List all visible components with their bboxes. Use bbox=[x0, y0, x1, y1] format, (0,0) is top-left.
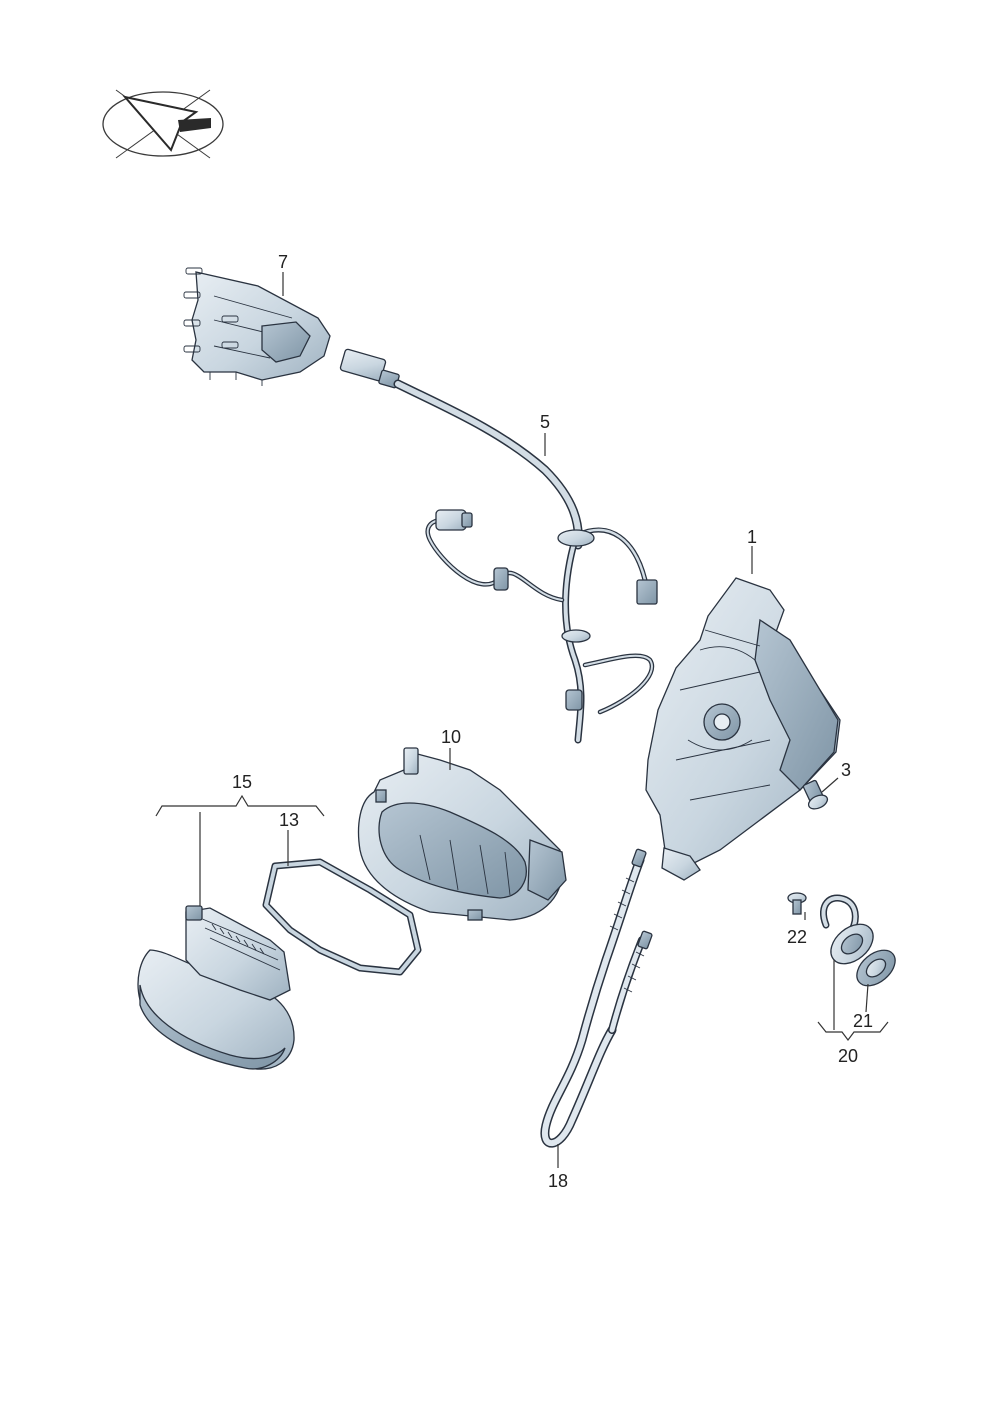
part-20-cover-cap bbox=[820, 894, 874, 965]
callout-numbers: 1 3 5 7 10 13 15 18 20 21 22 bbox=[232, 252, 873, 1191]
callout-15: 15 bbox=[232, 772, 252, 792]
leader-lines bbox=[155, 272, 889, 1168]
part-1-door-lock bbox=[645, 577, 841, 881]
callout-21: 21 bbox=[853, 1011, 873, 1031]
orientation-arrow-icon bbox=[102, 89, 224, 159]
part-3-screw bbox=[802, 779, 829, 810]
part-5-wiring-harness bbox=[339, 348, 658, 744]
part-10-handle-housing bbox=[357, 747, 567, 921]
callout-7: 7 bbox=[278, 252, 288, 272]
callout-13: 13 bbox=[279, 810, 299, 830]
callout-5: 5 bbox=[540, 412, 550, 432]
callout-1: 1 bbox=[747, 527, 757, 547]
callout-18: 18 bbox=[548, 1171, 568, 1191]
callout-20: 20 bbox=[838, 1046, 858, 1066]
part-7-handle-carrier bbox=[183, 267, 331, 386]
callout-3: 3 bbox=[841, 760, 851, 780]
callout-22: 22 bbox=[787, 927, 807, 947]
part-13-gasket bbox=[262, 858, 422, 976]
part-21-seal bbox=[856, 949, 896, 987]
outer-door-handle bbox=[137, 905, 295, 1070]
part-22-screw bbox=[787, 892, 807, 915]
callout-10: 10 bbox=[441, 727, 461, 747]
part-18-bowden-cable bbox=[540, 848, 653, 1148]
